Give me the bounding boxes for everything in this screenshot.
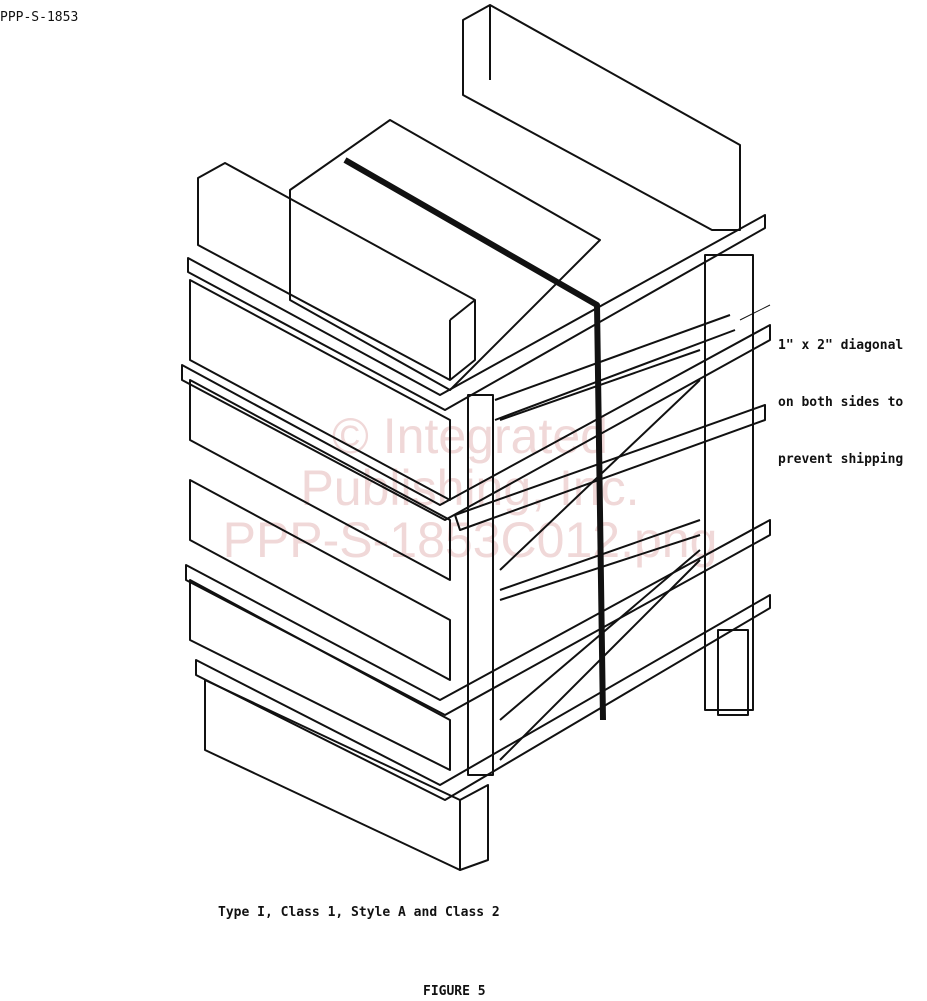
diagonal-braces: [494, 314, 736, 761]
document-id: PPP-S-1853: [0, 10, 79, 25]
figure-caption: Type I, Class 1, Style A and Class 2: [218, 905, 500, 920]
callout-text: 1" x 2" diagonal on both sides to preven…: [778, 298, 903, 488]
front-side: [189, 279, 489, 871]
callout-line: 1" x 2" diagonal: [778, 338, 904, 353]
side-posts: [467, 254, 754, 776]
callout-line: prevent shipping: [778, 452, 904, 467]
steel-strap: [343, 157, 606, 721]
callout-line: on both sides to: [778, 395, 904, 410]
top-panel: [289, 119, 601, 391]
watermark-line: © Integrated: [332, 408, 608, 464]
figure-label: FIGURE 5: [423, 984, 486, 999]
horizontal-cleats: [181, 214, 771, 801]
watermark-line: PPP-S-1853C012.png: [222, 512, 718, 568]
top-cleat-front: [197, 162, 476, 381]
callout-leader: [739, 304, 771, 321]
top-cleat-back: [462, 4, 741, 231]
